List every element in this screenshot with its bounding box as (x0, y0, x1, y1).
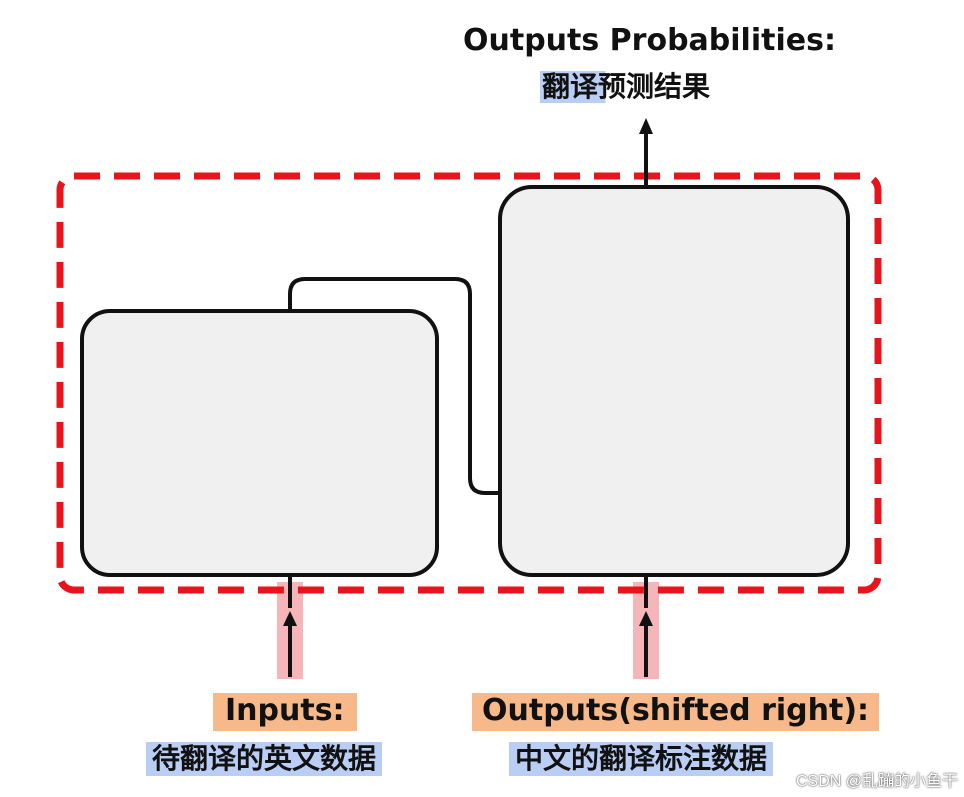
inputs-title: Inputs: (213, 693, 357, 731)
decoder-input-arrowhead (639, 611, 653, 626)
shifted-outputs-subtitle: 中文的翻译标注数据 (509, 742, 774, 776)
output-probabilities-title: Outputs Probabilities: (463, 23, 836, 58)
decoder-output-arrowhead (639, 118, 653, 134)
inputs-subtitle: 待翻译的英文数据 (146, 742, 383, 776)
encoder-decoder-connector (288, 277, 500, 495)
encoder-input-arrowhead (283, 611, 297, 626)
csdn-watermark: CSDN @乱蹦的小鱼干 (795, 773, 958, 790)
shifted-outputs-title: Outputs(shifted right): (472, 693, 880, 731)
encoder-block (80, 309, 439, 577)
output-probabilities-subtitle: 翻译预测结果 (540, 70, 713, 103)
model-dashed-frame (56, 172, 882, 594)
decoder-block (498, 185, 850, 577)
